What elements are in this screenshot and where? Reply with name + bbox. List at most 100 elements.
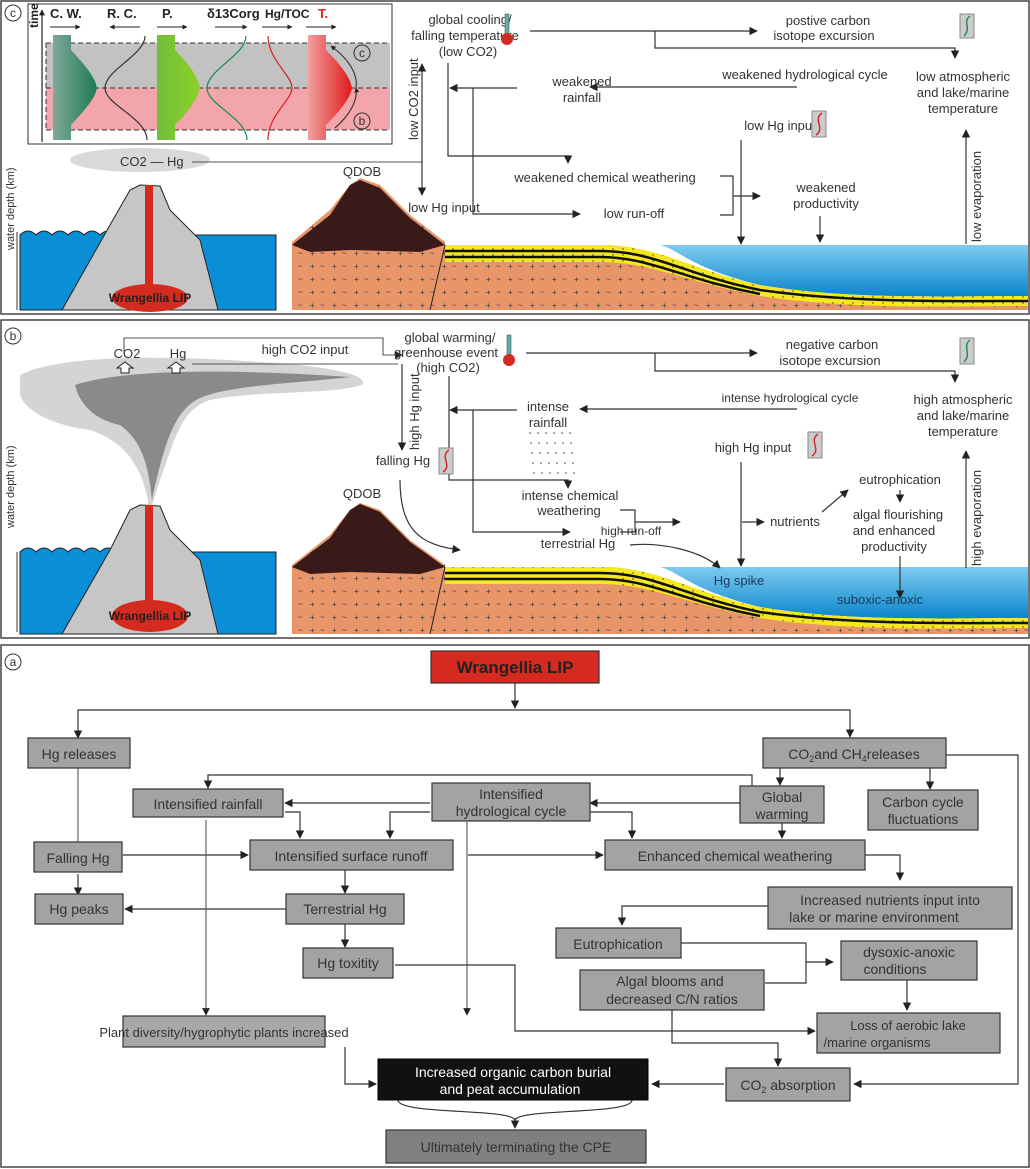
hg-curve-icon <box>811 110 827 138</box>
low-temp-label: temperature <box>928 101 998 116</box>
lip-volcano <box>61 504 219 635</box>
node-co2-ch4-releases <box>762 737 947 769</box>
panel-b: b CO2 Hg high CO2 input water depth (km)… <box>0 319 1030 639</box>
node-label: CO2 absorption <box>740 1077 835 1095</box>
weakened-rainfall-label: rainfall <box>563 90 601 105</box>
lake <box>660 567 1028 619</box>
node-label: Increased nutrients input into <box>800 892 980 908</box>
node-label: Plant diversity/hygrophytic plants incre… <box>99 1025 348 1040</box>
warming-label: greenhouse event <box>394 345 498 360</box>
hg-label: Hg <box>170 346 187 361</box>
col-header: Hg/TOC <box>265 7 310 21</box>
magma-chamber <box>112 600 188 632</box>
hg-curve-icon <box>807 431 823 459</box>
suboxic-label: suboxic-anoxic <box>837 592 923 607</box>
node-plant-diversity <box>122 1015 326 1048</box>
weakened-chem-label: weakened chemical weathering <box>513 170 695 185</box>
node-algal-blooms <box>579 969 765 1011</box>
node-label: and peat accumulation <box>440 1081 581 1097</box>
carbon-isotope-icon <box>959 13 975 39</box>
node-intensified-rainfall <box>132 788 284 818</box>
algal-label: algal flourishing <box>853 507 943 522</box>
node-label: warming <box>755 806 809 822</box>
intense-rainfall-label: intense <box>527 399 569 414</box>
depth-axis-label: water depth (km) <box>5 445 17 529</box>
lip-label: Wrangellia LIP <box>109 291 191 305</box>
intense-chem-label: weathering <box>536 503 601 518</box>
node-hydrological-cycle <box>431 782 591 822</box>
terrestrial-hg-label: terrestrial Hg <box>541 536 615 551</box>
node-label: Hg toxitity <box>317 955 378 971</box>
runoff-curve <box>104 35 148 141</box>
nutrients-label: nutrients <box>770 514 820 529</box>
thermometer-icon <box>503 334 515 366</box>
node-label: Increased organic carbon burial <box>415 1064 611 1080</box>
panel-b-label: b <box>10 329 17 343</box>
node-label: Falling Hg <box>46 850 109 866</box>
node-organic-carbon-burial <box>377 1058 649 1101</box>
magma-conduit <box>145 185 153 295</box>
node-label: Intensified rainfall <box>154 796 263 812</box>
intense-rainfall-label: rainfall <box>529 415 567 430</box>
node-label: Wrangellia LIP <box>457 658 574 677</box>
col-header: C. W. <box>50 6 82 21</box>
positive-carbon-label: isotope excursion <box>773 28 874 43</box>
high-temp-label: and lake/marine <box>917 408 1010 423</box>
carbon-isotope-icon <box>959 337 975 365</box>
node-co2-absorption <box>725 1067 851 1102</box>
node-label: hydrological cycle <box>456 803 567 819</box>
panel-a: a <box>0 644 1030 1168</box>
intense-chem-label: intense chemical <box>522 488 619 503</box>
cooling-label: falling temperature <box>411 28 519 43</box>
high-hg-input-vertical: high Hg input <box>407 373 422 450</box>
panel-a-label: a <box>10 655 17 669</box>
trend-inset: time C. W. R. C. P. δ13Corg Hg/TOC T. <box>27 3 393 145</box>
node-label: Carbon cycle <box>882 794 964 810</box>
low-runoff-label: low run-off <box>604 206 665 221</box>
negative-carbon-label: negative carbon <box>786 337 879 352</box>
node-label: Loss of aerobic lake <box>850 1018 966 1033</box>
qdob-label: QDOB <box>343 486 381 501</box>
node-terrestrial-hg <box>285 893 405 925</box>
cooling-label: (low CO2) <box>439 44 498 59</box>
node-chemical-weathering <box>604 839 866 871</box>
lip-label: Wrangellia LIP <box>109 609 191 623</box>
node-terminating-cpe <box>385 1129 647 1164</box>
weakened-rainfall-label: weakened <box>551 74 611 89</box>
sand-layer <box>445 245 1028 307</box>
hydro-cycle-label: intense hydrological cycle <box>722 391 859 405</box>
node-hg-releases <box>27 737 131 769</box>
node-label: Algal blooms and <box>616 973 723 989</box>
hydro-cycle-label: weakened hydrological cycle <box>721 67 887 82</box>
high-co2-input-label: high CO2 input <box>262 342 349 357</box>
qdob-volcano <box>292 180 445 252</box>
node-wrangellia-lip <box>430 650 600 684</box>
node-hg-peaks <box>34 893 124 925</box>
panel-c-badge <box>4 4 22 22</box>
interval-c-label: c <box>359 46 365 60</box>
hg-spike-label: Hg spike <box>714 573 765 588</box>
panel-a-badge <box>4 653 22 671</box>
qdob-volcano <box>292 504 445 574</box>
sand-layer <box>445 567 1028 629</box>
node-loss-aerobic <box>816 1012 1001 1054</box>
node-label: /marine organisms <box>824 1035 931 1050</box>
interval-b-label: b <box>359 114 366 128</box>
magma-conduit <box>145 505 153 615</box>
lip-volcano <box>61 184 219 311</box>
node-label: lake or marine environment <box>789 909 959 925</box>
eruption-plume-inner <box>75 371 350 500</box>
weakened-productivity-label: productivity <box>793 196 859 211</box>
panel-c-label: c <box>10 6 16 20</box>
node-surface-runoff <box>249 839 454 871</box>
positive-carbon-label: postive carbon <box>786 13 871 28</box>
node-label: Terrestrial Hg <box>303 901 386 917</box>
panel-c: c time C. W. R. C. P. δ13Corg Hg/TOC T. <box>0 0 1030 315</box>
node-label: Global <box>762 789 802 805</box>
node-hg-toxicity <box>302 947 394 979</box>
col-header: R. C. <box>107 6 137 21</box>
low-temp-label: low atmospheric <box>916 69 1010 84</box>
col-header: δ13Corg <box>207 6 260 21</box>
node-label: Hg releases <box>42 746 117 762</box>
qdob-label: QDOB <box>343 164 381 179</box>
